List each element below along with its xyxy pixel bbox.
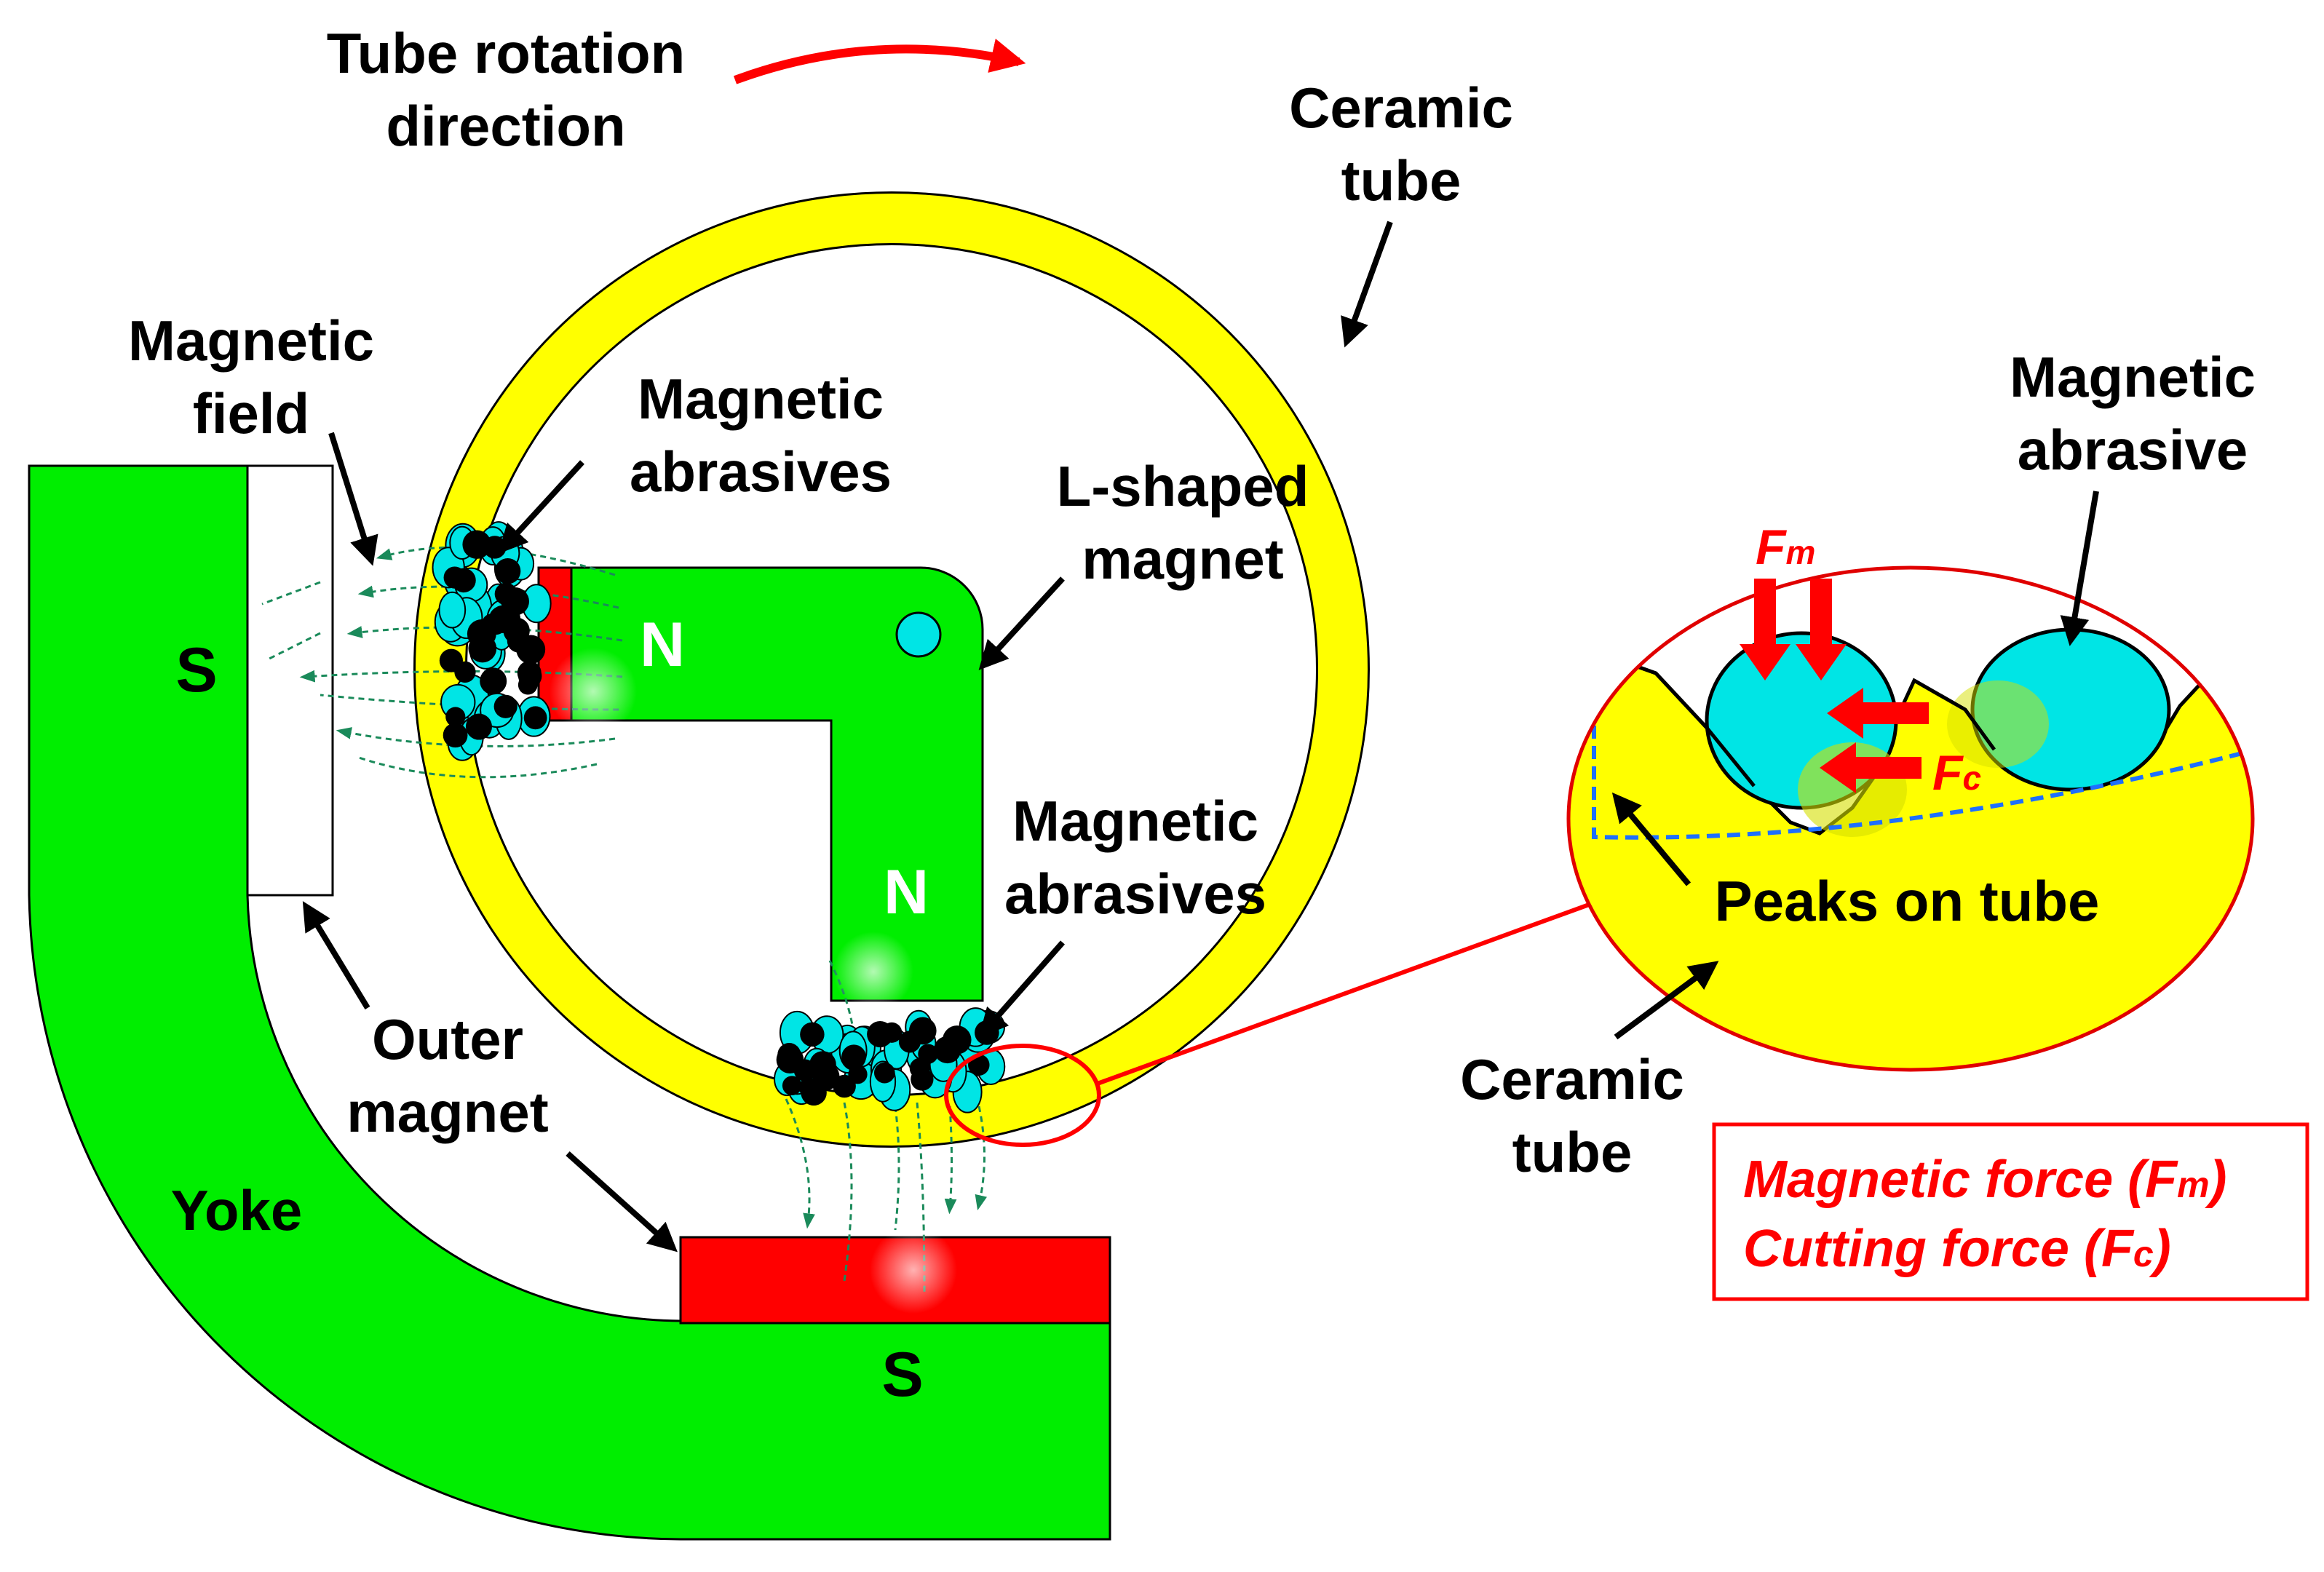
arrow-magnetic-abrasive-zoom (2060, 491, 2099, 646)
label-tube-rotation: Tube rotation direction (327, 21, 686, 158)
magnetic-particle (943, 1025, 972, 1055)
svg-text:direction: direction (386, 94, 625, 158)
magnetic-particle (523, 706, 547, 730)
yoke (28, 464, 1111, 1541)
magnetic-particle (867, 1020, 894, 1048)
outer-magnet-left (246, 464, 334, 897)
legend-cutting-force: Cutting force (Fc) (1743, 1220, 2171, 1278)
pole-n-vertical: N (884, 857, 929, 927)
fc-label: Fc (1932, 745, 1981, 801)
magnetic-particle (873, 1062, 895, 1084)
label-peaks-on-tube: Peaks on tube (1715, 869, 2100, 933)
magnetic-particle (809, 1051, 836, 1078)
svg-text:Magnetic: Magnetic (128, 309, 374, 373)
l-magnet-pivot (895, 611, 942, 658)
arrow-ceramic-tube-zoom (1614, 961, 1719, 1040)
zoom-connector-arrow (1094, 895, 1609, 1087)
magnetic-abrasives-cluster-top (432, 521, 552, 761)
fm-label: Fm (1756, 520, 1815, 575)
zoom-view-border (1566, 565, 2255, 1072)
svg-text:field: field (193, 381, 309, 445)
pole-s-left: S (175, 635, 217, 705)
label-yoke: Yoke (171, 1178, 303, 1242)
magnetic-particle (801, 1079, 827, 1106)
magnetic-particle (517, 675, 538, 695)
arrow-outer-magnet-bottom (566, 1151, 678, 1253)
svg-text:abrasives: abrasives (1004, 862, 1266, 926)
svg-text:Ceramic: Ceramic (1289, 76, 1513, 140)
svg-text:magnet: magnet (346, 1080, 548, 1144)
svg-text:Tube rotation: Tube rotation (327, 21, 686, 85)
label-magnetic-abrasives-top: Magnetic abrasives (630, 367, 892, 504)
svg-text:L-shaped: L-shaped (1057, 454, 1309, 518)
magnetic-abrasives-cluster-bottom (773, 1007, 1006, 1114)
magnetic-particle (908, 1017, 937, 1045)
label-magnetic-abrasive-zoom: Magnetic abrasive (2010, 345, 2256, 482)
magnetic-particle (493, 694, 517, 718)
legend-magnetic-force: Magnetic force (Fm) (1743, 1151, 2227, 1209)
magnetic-particle (841, 1044, 866, 1070)
magnetic-particle (462, 530, 491, 559)
fm-arrows (1740, 579, 1847, 680)
label-l-shaped-magnet: L-shaped magnet (1057, 454, 1309, 591)
svg-text:tube: tube (1341, 148, 1462, 213)
magnetic-particle (480, 667, 507, 695)
svg-text:Magnetic: Magnetic (638, 367, 884, 431)
magnetic-particle (494, 557, 521, 584)
zoom-region-marker (944, 1044, 1101, 1147)
magnetic-particle (454, 661, 476, 683)
pole-s-bottom: S (881, 1340, 923, 1410)
svg-text:Magnetic: Magnetic (2010, 345, 2256, 409)
magnetic-particle (467, 619, 496, 648)
magnetic-particle (776, 1046, 804, 1074)
l-shaped-magnet (565, 566, 984, 1002)
svg-text:magnet: magnet (1082, 527, 1283, 591)
arrow-magnetic-field (328, 432, 378, 566)
magnetic-particle (465, 713, 492, 740)
arrow-magnetic-abrasives-bottom (978, 940, 1066, 1039)
svg-text:abrasives: abrasives (630, 440, 892, 504)
magnetic-particle (918, 1044, 938, 1064)
magnetic-particle (800, 1022, 825, 1047)
label-ceramic-tube-zoom: Ceramic tube (1460, 1047, 1684, 1184)
arrow-outer-magnet-left (302, 901, 370, 1010)
svg-text:tube: tube (1512, 1120, 1633, 1184)
pole-n-top: N (640, 610, 685, 680)
magnetic-particle (782, 1076, 802, 1095)
label-outer-magnet: Outer magnet (346, 1007, 548, 1144)
rotation-direction-arrow (733, 39, 1026, 84)
svg-text:Magnetic: Magnetic (1012, 789, 1258, 853)
label-magnetic-field: Magnetic field (128, 309, 374, 445)
label-magnetic-abrasives-bottom: Magnetic abrasives (1004, 789, 1266, 926)
magnetic-particle (488, 606, 517, 633)
arrow-ceramic-tube-top (1341, 221, 1393, 348)
svg-text:Ceramic: Ceramic (1460, 1047, 1684, 1111)
label-ceramic-tube-top: Ceramic tube (1289, 76, 1513, 213)
arrow-magnetic-abrasives-top (498, 460, 584, 554)
svg-text:Outer: Outer (372, 1007, 523, 1071)
svg-text:abrasive: abrasive (2018, 418, 2248, 482)
arrow-peaks-on-tube (1611, 792, 1692, 886)
magnetic-particle (443, 723, 468, 748)
magnetic-particle (445, 707, 466, 727)
magnetic-particle (507, 629, 531, 653)
legend-box: Magnetic force (Fm) Cutting force (Fc) (1712, 1122, 2309, 1301)
fc-arrows (1820, 688, 1929, 793)
zoom-view: Fm Fc (1566, 520, 2255, 1072)
abrasive-grain (438, 591, 467, 629)
magnetic-particle (451, 568, 476, 593)
magnetic-particle (911, 1068, 934, 1091)
arrow-l-shaped-magnet (978, 576, 1065, 670)
